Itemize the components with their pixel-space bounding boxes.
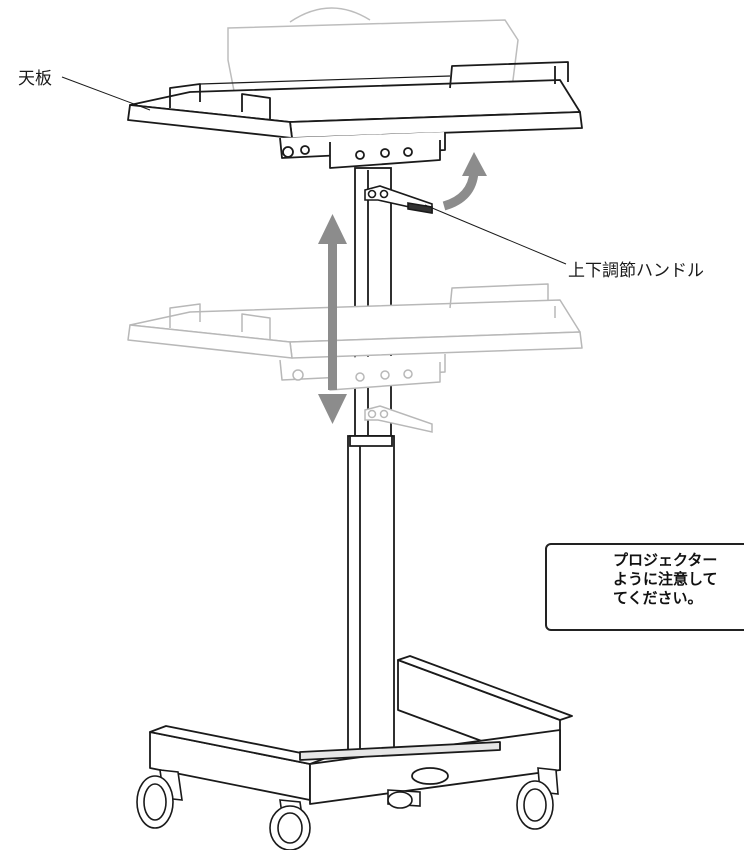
height-handle-ghost bbox=[364, 405, 433, 433]
height-handle-label: 上下調節ハンドル bbox=[568, 261, 704, 281]
height-handle[interactable] bbox=[364, 185, 433, 214]
column bbox=[347, 167, 395, 755]
warning-line-3: てください。 bbox=[613, 589, 703, 607]
caster-front-center[interactable] bbox=[269, 799, 311, 851]
up-down-arrow-icon bbox=[318, 214, 347, 424]
warning-box: プロジェクター ように注意して てください。 bbox=[545, 543, 744, 631]
rotate-arrow-icon bbox=[442, 152, 487, 211]
caster-back-center[interactable] bbox=[387, 789, 421, 809]
caster-front-left[interactable] bbox=[136, 769, 183, 829]
warning-line-1: プロジェクター bbox=[613, 551, 718, 569]
caster-right[interactable] bbox=[516, 767, 559, 830]
base-frame bbox=[149, 655, 573, 805]
tabletop-label: 天板 bbox=[18, 69, 52, 89]
warning-line-2: ように注意して bbox=[613, 570, 718, 588]
leader-lines bbox=[61, 76, 567, 265]
lowered-tray-ghost bbox=[127, 283, 583, 391]
tabletop-tray bbox=[127, 61, 583, 169]
warning-text: プロジェクター ように注意して てください。 bbox=[613, 551, 718, 608]
